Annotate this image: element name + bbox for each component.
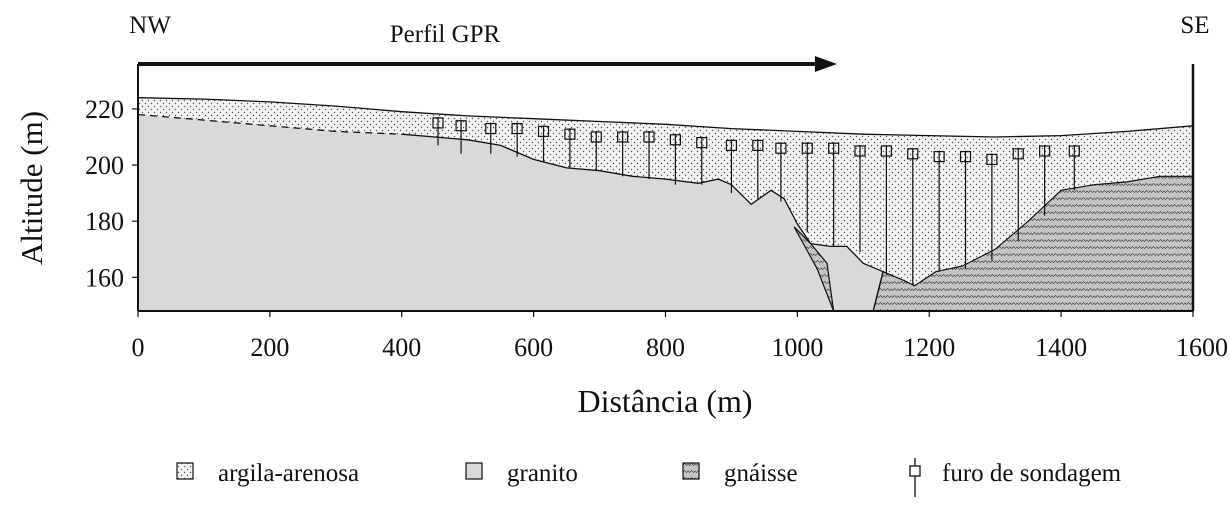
legend-swatch-granite [465, 462, 483, 480]
x-tick-label-1400: 1400 [1035, 333, 1087, 362]
borehole-marker-24 [1039, 145, 1051, 157]
x-tick-label-600: 600 [514, 333, 553, 362]
borehole-marker-10 [669, 134, 681, 146]
borehole-marker-20 [933, 151, 945, 163]
layer-group [137, 97, 1194, 312]
x-tick-label-400: 400 [382, 333, 421, 362]
x-tick-label-800: 800 [646, 333, 685, 362]
x-axis-title: Distância (m) [577, 383, 752, 419]
legend-borehole-icon [909, 458, 921, 497]
nw-label: NW [129, 12, 171, 39]
borehole-marker-6 [564, 128, 576, 140]
borehole-marker-5 [537, 125, 550, 137]
x-tick-group: 0 200 400 600 800 1000 1200 1400 1600 [132, 311, 1228, 362]
borehole-marker-13 [752, 139, 764, 151]
borehole-marker-1 [432, 117, 444, 129]
borehole-marker-8 [617, 131, 629, 143]
legend-label-sandy-clay: argila-arenosa [218, 460, 359, 487]
borehole-marker-19 [907, 148, 919, 160]
x-tick-label-1200: 1200 [903, 333, 955, 362]
y-tick-label-220: 220 [85, 95, 124, 124]
borehole-marker-16 [828, 142, 840, 154]
gpr-profile-label: Perfil GPR [390, 21, 501, 48]
borehole-marker-9 [643, 131, 655, 143]
legend: argila-arenosa granito gnáisse furo de s… [176, 458, 1122, 497]
x-tick-label-1600: 1600 [1176, 333, 1228, 362]
x-tick-label-200: 200 [250, 333, 289, 362]
y-tick-label-180: 180 [85, 207, 124, 236]
y-tick-label-160: 160 [85, 263, 124, 292]
borehole-marker-25 [1068, 145, 1080, 157]
borehole-marker-12 [725, 139, 738, 151]
borehole-marker-15 [801, 142, 813, 154]
borehole-marker-2 [455, 120, 467, 132]
borehole-marker-18 [880, 145, 892, 157]
borehole-marker-21 [959, 151, 972, 163]
borehole-marker-3 [485, 122, 497, 135]
ground-surface-line [137, 97, 1194, 138]
borehole-marker-7 [590, 131, 602, 143]
granite-contact-inferred [137, 113, 402, 135]
borehole-marker-23 [1012, 148, 1024, 160]
x-tick-label-0: 0 [132, 333, 145, 362]
legend-label-gneiss: gnáisse [724, 460, 798, 487]
granite-layer [138, 114, 884, 311]
legend-swatch-gneiss [682, 462, 700, 480]
borehole-marker-4 [511, 122, 523, 135]
borehole-group [432, 116, 1080, 286]
y-tick-label-200: 200 [85, 151, 124, 180]
borehole-marker-22 [986, 153, 998, 166]
borehole-marker-11 [696, 136, 708, 149]
gneiss-wedge [793, 226, 835, 312]
borehole-marker-14 [775, 142, 787, 154]
se-label: SE [1180, 12, 1209, 39]
gpr-arrow-head [814, 56, 837, 72]
borehole-marker-17 [854, 145, 866, 157]
x-tick-label-1000: 1000 [771, 333, 823, 362]
y-axis-title: Altitude (m) [14, 111, 49, 265]
y-tick-group: 160 180 200 220 [85, 95, 138, 292]
gneiss-layer [872, 175, 1194, 312]
legend-label-borehole: furo de sondagem [942, 460, 1122, 487]
legend-label-granite: granito [507, 460, 578, 487]
legend-swatch-sandy-clay [176, 462, 194, 480]
